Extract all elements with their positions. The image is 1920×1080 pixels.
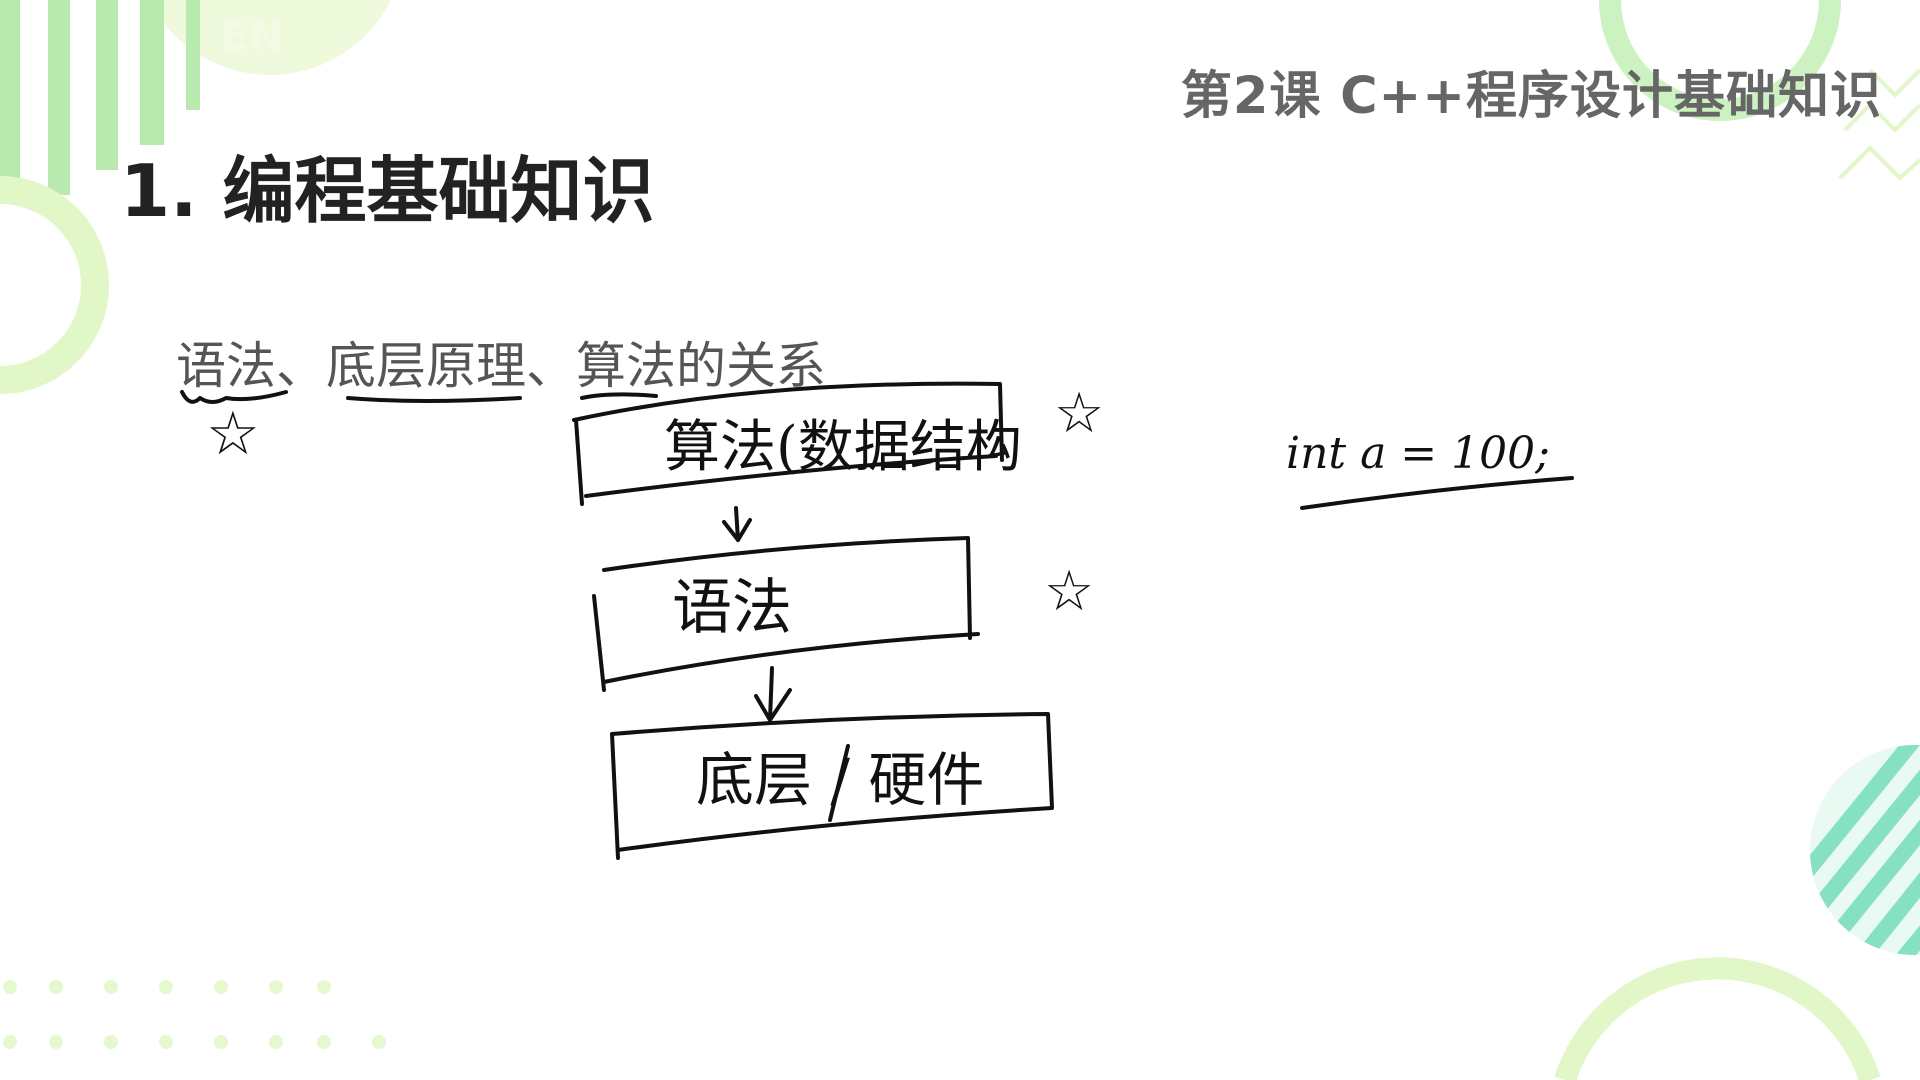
underline-syntax [180, 390, 288, 404]
deco-circle-top-left [149, 0, 391, 75]
deco-zigzag-3 [1838, 145, 1920, 181]
lesson-title: 第2课 C++程序设计基础知识 [1180, 67, 1882, 126]
box-bottom-label: 底层 / 硬件 [696, 746, 984, 814]
deco-arc-bottom-right [1554, 957, 1881, 1080]
section-title: 1. 编程基础知识 [120, 149, 655, 233]
box-middle-outline [592, 536, 980, 692]
slash-mark [828, 744, 850, 822]
watermark-text: EN [220, 14, 285, 60]
star-icon-syntax: ☆ [206, 399, 260, 469]
star-icon-grammar: ☆ [1044, 559, 1094, 624]
subtitle: 语法、底层原理、算法的关系 [176, 337, 826, 395]
arrow-down-2 [754, 666, 792, 722]
underline-code [1300, 476, 1574, 510]
deco-arc-top-right [1599, 0, 1841, 121]
deco-ring-left [0, 176, 109, 394]
deco-stripes-top-left [0, 0, 200, 195]
box-top-label: 算法(数据结构 [664, 415, 1022, 480]
arrow-down-1 [722, 506, 752, 542]
deco-dots-bottom-left [3, 980, 386, 1049]
deco-zigzag-1 [1868, 68, 1920, 98]
deco-zigzag-2 [1843, 102, 1920, 133]
code-note: int a = 100; [1286, 428, 1550, 479]
box-middle-label: 语法 [672, 573, 792, 643]
underline-algorithm [580, 392, 658, 400]
box-bottom-outline [610, 712, 1054, 860]
underline-principle [346, 396, 522, 403]
star-icon-algorithm: ☆ [1054, 381, 1104, 446]
box-top-outline [572, 381, 1004, 506]
